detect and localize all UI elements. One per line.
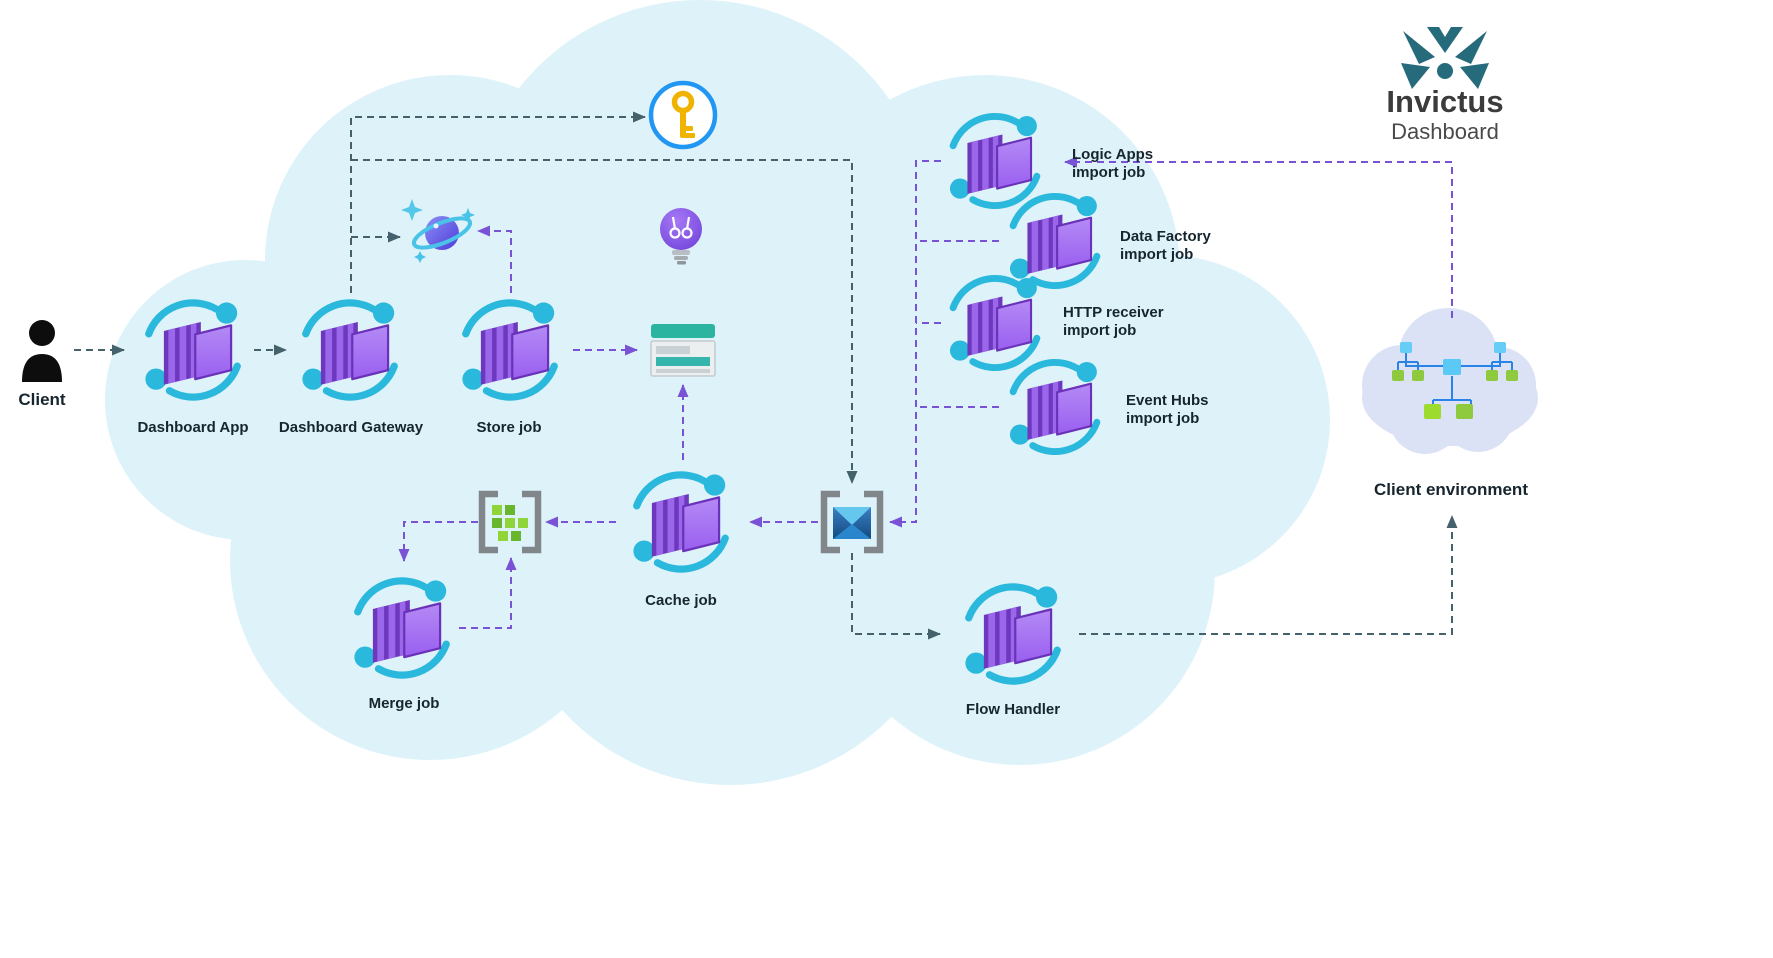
logic-apps-import-label: Logic Apps import job	[1072, 146, 1154, 182]
service-bus-icon	[820, 490, 884, 554]
edge-servicebus-to-flowhandler	[851, 553, 941, 640]
invictus-logo-icon	[1401, 27, 1489, 89]
table-storage-icon	[650, 324, 716, 377]
edge-batch-to-merge	[398, 521, 478, 562]
batch-grid-icon	[478, 490, 542, 554]
cache-job-label: Cache job	[645, 592, 717, 609]
edge-merge-to-batch	[459, 557, 517, 629]
edge-flowhandler-to-clientenv	[1079, 515, 1458, 635]
event-hubs-import-label: Event Hubs import job	[1126, 392, 1209, 428]
client-label: Client	[18, 390, 66, 409]
client-person-icon	[22, 320, 62, 382]
edge-gateway-to-keyvault	[350, 111, 646, 293]
store-job-label: Store job	[476, 419, 542, 436]
dashboard-gateway-label: Dashboard Gateway	[278, 419, 424, 436]
flow-handler-label: Flow Handler	[965, 701, 1061, 718]
http-receiver-import-label: HTTP receiver import job	[1063, 304, 1164, 340]
edges-purple	[398, 156, 1453, 629]
edges-gray	[74, 111, 1458, 640]
edge-clientenv-to-logicapps	[1064, 156, 1453, 318]
dashboard-app-label: Dashboard App	[137, 419, 249, 436]
key-vault-icon	[648, 80, 718, 150]
client-environment-network-icon	[1392, 342, 1518, 419]
brand-subtitle: Dashboard	[1391, 119, 1499, 144]
client-environment-label: Client environment	[1374, 480, 1528, 499]
edge-store-to-cosmos	[477, 225, 512, 293]
merge-job-label: Merge job	[368, 695, 440, 712]
cosmos-db-icon	[401, 199, 475, 263]
edge-imports-to-servicebus	[890, 160, 999, 522]
lightbulb-icon	[660, 208, 702, 265]
cloud-background	[105, 0, 1330, 785]
data-factory-import-label: Data Factory import job	[1120, 228, 1211, 264]
brand-title: Invictus	[1386, 84, 1504, 119]
